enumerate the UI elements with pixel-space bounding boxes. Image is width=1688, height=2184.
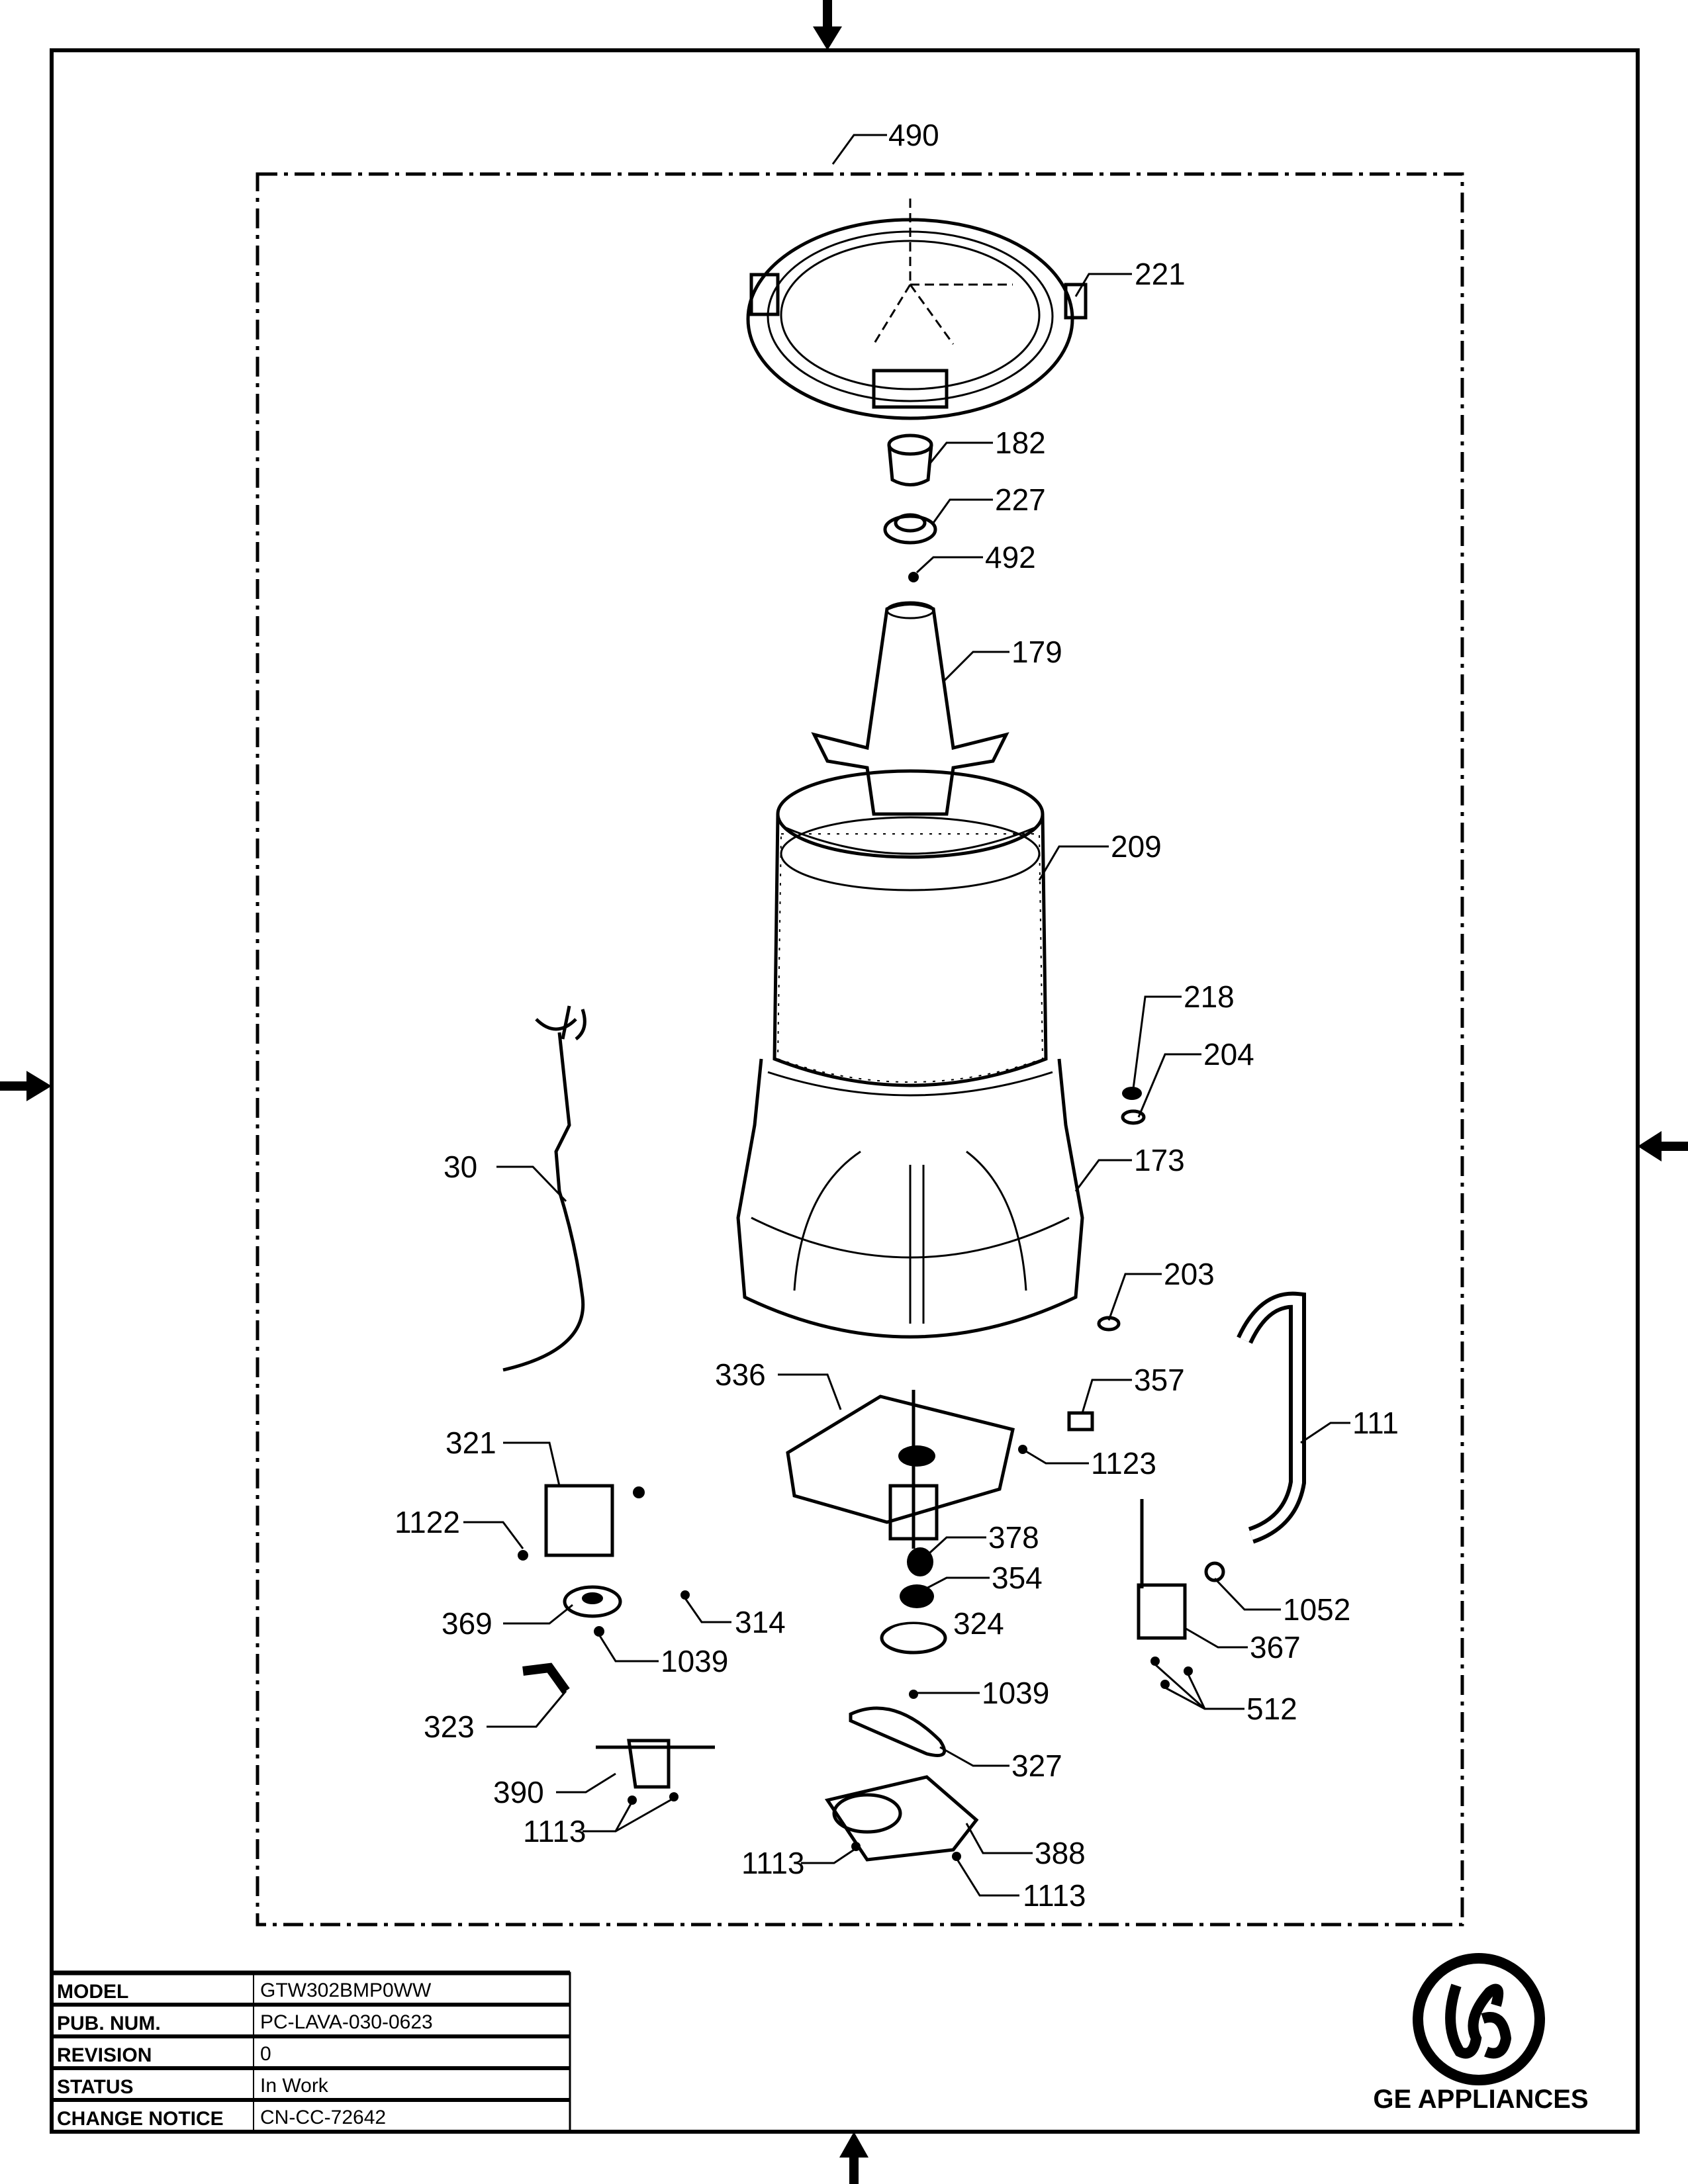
callout-204: 204 [1203,1037,1254,1071]
callout-30: 30 [444,1150,477,1184]
part-388-motor-bracket [824,1775,979,1862]
part-336-transmission-mount [786,1390,1015,1549]
part-227-seal [883,513,937,545]
callout-357: 357 [1134,1363,1185,1397]
status-label: STATUS [57,2076,134,2098]
part-30-wire-harness [502,1005,586,1372]
title-block: MODEL GTW302BMP0WW PUB. NUM. PC-LAVA-030… [50,1970,571,2133]
callout-111: 111 [1352,1406,1399,1440]
part-111-hose [1237,1291,1307,1544]
callout-1123: 1123 [1091,1446,1156,1480]
callout-492: 492 [985,540,1036,574]
callout-314: 314 [735,1605,786,1639]
callout-1039: 1039 [661,1644,728,1678]
part-218-204-washers [1121,1087,1146,1125]
part-492-screw [908,572,919,582]
callout-378: 378 [988,1520,1039,1555]
part-390-valve [596,1739,715,1789]
callout-367: 367 [1250,1630,1301,1664]
callout-221: 221 [1135,257,1186,291]
assembly-boundary [256,172,1464,1927]
callout-327: 327 [1011,1749,1062,1783]
callout-227: 227 [995,482,1046,517]
part-378-354-324-pulley [880,1547,947,1655]
callout-1122: 1122 [395,1505,460,1539]
part-323-sensor [522,1662,570,1694]
callout-203: 203 [1164,1257,1215,1291]
part-367-inlet-valve [1137,1499,1225,1640]
callout-labels: 490 221 182 227 492 179 209 218 204 30 1… [395,118,1399,1913]
callout-354: 354 [992,1561,1043,1595]
ge-logo: GE APPLIANCES [1373,1953,1589,2114]
brand-name: GE APPLIANCES [1373,2085,1588,2114]
callout-179: 179 [1011,635,1062,669]
callout-390: 390 [493,1775,544,1809]
callout-1039: 1039 [982,1676,1049,1710]
part-173-tub [736,1058,1084,1339]
small-screws [518,1445,1193,1861]
leader-lines [463,134,1350,1897]
part-179-agitator [811,601,1009,816]
revision-label: REVISION [57,2044,152,2066]
callout-321: 321 [445,1426,496,1460]
sheet-border [50,48,1640,2134]
part-182-bushing [887,433,933,486]
callout-173: 173 [1134,1143,1185,1177]
change-notice-value: CN-CC-72642 [260,2107,386,2128]
part-321-drain-pump [544,1484,645,1557]
part-357-clip [1067,1411,1094,1432]
callout-218: 218 [1184,979,1235,1014]
pub-num-value: PC-LAVA-030-0623 [260,2011,433,2033]
part-327-belt [849,1706,947,1757]
part-369-impeller [563,1585,622,1618]
callout-324: 324 [953,1606,1004,1641]
callout-1113: 1113 [741,1846,805,1880]
model-value: GTW302BMP0WW [260,1979,432,2001]
callout-369: 369 [442,1606,492,1641]
pub-num-label: PUB. NUM. [57,2013,161,2034]
change-notice-label: CHANGE NOTICE [57,2108,224,2130]
revision-value: 0 [260,2043,271,2065]
callout-323: 323 [424,1709,475,1744]
callout-512: 512 [1246,1692,1297,1726]
callout-1113: 1113 [1023,1878,1086,1913]
callout-490: 490 [888,118,939,152]
callout-209: 209 [1111,829,1162,864]
model-label: MODEL [57,1981,128,2003]
callout-182: 182 [995,426,1046,460]
callout-1052: 1052 [1283,1592,1350,1627]
callout-388: 388 [1035,1836,1086,1870]
part-221-tub-cover [746,199,1088,420]
callout-336: 336 [715,1357,766,1392]
part-209-basket [773,769,1048,1087]
callout-1113: 1113 [523,1814,586,1848]
status-value: In Work [260,2075,329,2097]
